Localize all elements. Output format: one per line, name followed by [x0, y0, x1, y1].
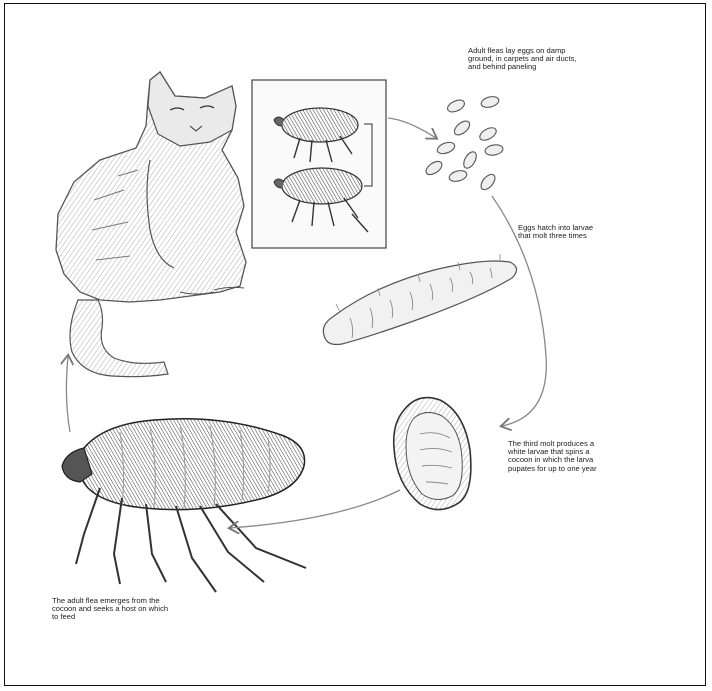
caption-eggs-line-3: and behind paneling	[468, 63, 577, 71]
cat-illustration	[56, 72, 246, 377]
caption-cocoon: The third molt produces a white larvae t…	[508, 440, 597, 473]
egg-cluster	[424, 95, 504, 192]
caption-adult: The adult flea emerges from the cocoon a…	[52, 597, 168, 622]
adult-flea-illustration	[62, 419, 306, 592]
arrow-adult-to-cat	[66, 356, 70, 432]
arrow-inset-to-eggs	[388, 118, 436, 138]
caption-adult-line-3: to feed	[52, 613, 168, 621]
caption-larvae-line-2: that molt three times	[518, 232, 593, 240]
larva-illustration	[323, 254, 516, 345]
caption-larvae: Eggs hatch into larvae that molt three t…	[518, 224, 593, 240]
cocoon-illustration	[394, 398, 471, 510]
caption-cocoon-line-4: pupates for up to one year	[508, 465, 597, 473]
caption-eggs: Adult fleas lay eggs on damp ground, in …	[468, 47, 577, 72]
flea-size-inset	[252, 80, 386, 248]
